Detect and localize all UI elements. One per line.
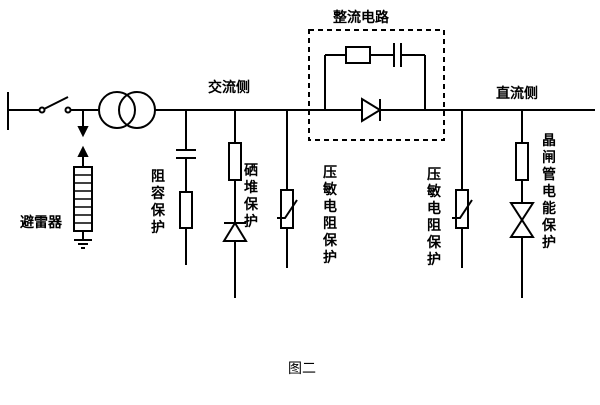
rectifier-label: 整流电路 — [332, 9, 390, 26]
ac-varistor-label: 压敏电阻保护 — [322, 165, 338, 266]
rectifier-box — [308, 29, 445, 141]
label-char: 保 — [243, 196, 259, 213]
label-char: 电 — [542, 183, 556, 200]
ac-varistor-slash — [277, 199, 298, 219]
figure-caption: 图二 — [288, 361, 316, 377]
selenium-protection-label: 硒堆保护 — [243, 163, 259, 230]
switch-contact-right — [64, 106, 72, 114]
ac-side-label: 交流侧 — [208, 79, 250, 96]
label-char: 保 — [426, 234, 442, 251]
selenium-diode — [222, 221, 248, 242]
rc-protection-label: 阻容保护 — [150, 169, 166, 236]
label-char: 阻 — [151, 169, 165, 185]
arrester-label: 避雷器 — [20, 214, 63, 231]
label-char: 护 — [542, 234, 556, 251]
label-char: 阻 — [323, 216, 337, 232]
thyristor-triangle-down — [509, 202, 535, 222]
thyristor-triangle-up — [509, 218, 535, 238]
rc-resistor — [179, 191, 193, 229]
label-char: 压 — [427, 167, 441, 183]
rectifier-resistor — [345, 46, 371, 64]
label-char: 晶 — [542, 133, 556, 149]
label-char: 硒 — [244, 163, 258, 179]
transformer-secondary — [118, 91, 156, 129]
rectifier-diode — [361, 97, 382, 123]
label-char: 保 — [322, 232, 338, 249]
label-char: 管 — [542, 166, 556, 183]
label-char: 阻 — [427, 218, 441, 234]
thyristor-protection-label: 晶闸管电能保护 — [541, 133, 557, 251]
transformer-primary — [98, 91, 136, 129]
switch-contact-left — [38, 106, 46, 114]
dc-side-label: 直流侧 — [496, 85, 538, 102]
label-char: 保 — [541, 217, 557, 234]
label-char: 堆 — [244, 179, 258, 196]
label-char: 敏 — [322, 181, 338, 198]
label-char: 能 — [542, 200, 556, 217]
arrester-hatching — [74, 174, 92, 232]
label-char: 闸 — [542, 149, 556, 166]
dc-varistor-label: 压敏电阻保护 — [426, 167, 442, 268]
label-char: 容 — [150, 185, 165, 202]
label-char: 护 — [323, 249, 337, 266]
dc-varistor-slash — [452, 199, 473, 219]
switch-blade — [41, 96, 69, 111]
label-char: 护 — [427, 251, 441, 268]
label-char: 敏 — [426, 183, 442, 200]
label-char: 压 — [323, 165, 337, 181]
label-char: 电 — [323, 198, 337, 215]
arrester-arrow-down — [77, 126, 89, 138]
thyristor-resistor — [515, 142, 529, 181]
label-char: 护 — [151, 219, 165, 236]
label-char: 电 — [427, 200, 441, 217]
label-char: 保 — [150, 202, 166, 219]
selenium-resistor — [228, 142, 242, 181]
label-char: 护 — [244, 213, 258, 230]
